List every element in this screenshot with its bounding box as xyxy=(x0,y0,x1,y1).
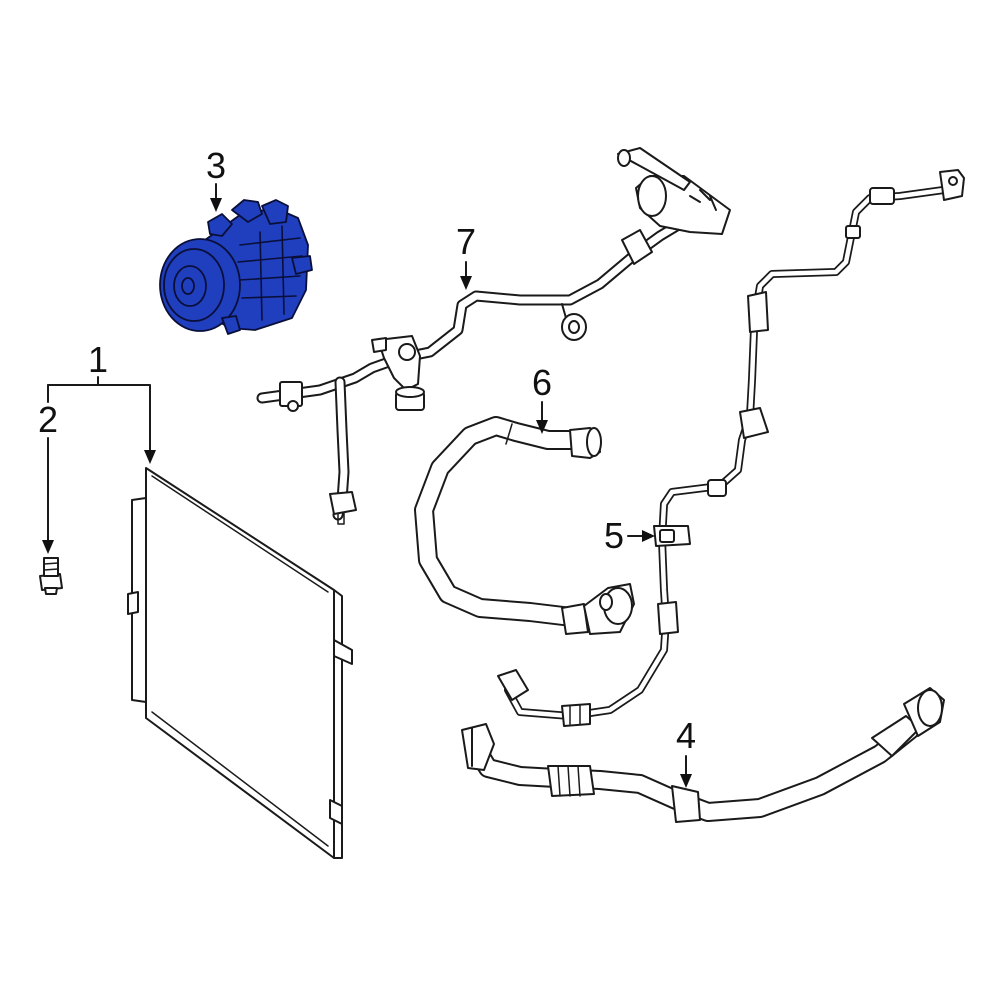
suction-hose-part[interactable] xyxy=(414,416,635,635)
callout-3-label: 3 xyxy=(206,145,226,186)
callout-2-label: 2 xyxy=(38,399,58,440)
discharge-hose-part[interactable] xyxy=(461,687,945,823)
thin-pipe-part xyxy=(497,169,965,727)
condenser-part[interactable] xyxy=(127,467,353,859)
callout-3: 3 xyxy=(206,145,226,212)
callout-4-label: 4 xyxy=(676,715,696,756)
bolt-part[interactable] xyxy=(39,557,63,595)
callout-7-label: 7 xyxy=(456,221,476,262)
callout-1-label: 1 xyxy=(88,339,108,380)
compressor-part[interactable] xyxy=(159,199,313,335)
callout-6-label: 6 xyxy=(532,362,552,403)
callout-1: 1 xyxy=(47,339,156,464)
liquid-line-part[interactable] xyxy=(256,147,731,525)
callout-4: 4 xyxy=(676,715,696,788)
callout-2: 2 xyxy=(38,399,58,554)
callout-5-label: 5 xyxy=(604,515,624,556)
callout-5: 5 xyxy=(604,515,655,556)
callout-6: 6 xyxy=(532,362,552,434)
clip-part[interactable] xyxy=(653,525,691,547)
callout-7: 7 xyxy=(456,221,476,290)
